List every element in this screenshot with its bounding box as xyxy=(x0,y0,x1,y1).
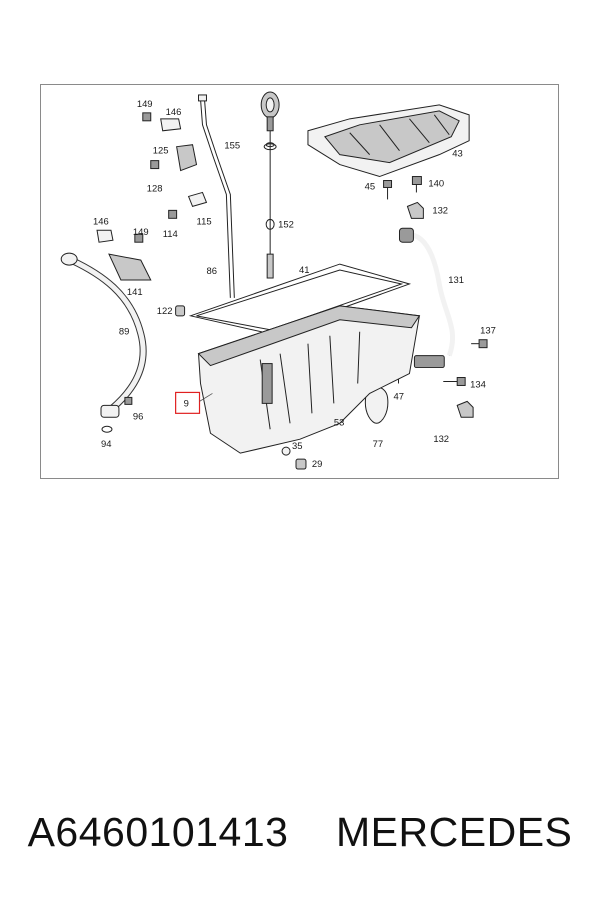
clip-146-top xyxy=(160,118,182,132)
callout-132-upper: 132 xyxy=(432,205,448,216)
drain-plug-29 xyxy=(295,458,307,470)
bolt-45 xyxy=(383,180,393,188)
bolt-96 xyxy=(124,396,133,405)
callout-77: 77 xyxy=(373,439,384,450)
callout-114: 114 xyxy=(163,229,178,240)
callout-53: 53 xyxy=(334,417,345,428)
bolt-140 xyxy=(411,176,422,185)
oil-pan-rim xyxy=(197,305,421,367)
upper-cover-inner xyxy=(324,110,460,164)
upper-cover-ribs xyxy=(349,114,450,155)
caption-spacer xyxy=(288,809,336,856)
leader-9 xyxy=(199,393,213,402)
bolt-149-left xyxy=(134,233,144,243)
callout-47: 47 xyxy=(394,391,405,402)
callout-149-top: 149 xyxy=(137,99,153,110)
callout-152: 152 xyxy=(278,219,294,230)
filler-pipe-flange xyxy=(100,404,120,418)
dipstick-neck xyxy=(266,116,274,132)
callout-35: 35 xyxy=(292,441,303,452)
bolt-128 xyxy=(150,160,160,170)
bolt-149-top xyxy=(142,112,152,122)
oil-pan-gasket xyxy=(188,263,412,335)
callout-115: 115 xyxy=(197,216,212,227)
callout-41: 41 xyxy=(299,265,310,276)
bracket-141 xyxy=(108,253,152,281)
callout-86: 86 xyxy=(206,266,217,277)
clip-146-left xyxy=(96,229,114,243)
oring-155 xyxy=(263,143,277,151)
dipstick-clip xyxy=(265,218,275,230)
oil-filler-pipe-fill xyxy=(70,257,146,412)
callout-146-left: 146 xyxy=(93,216,109,227)
clip-115 xyxy=(187,191,208,207)
callout-146-top: 146 xyxy=(166,107,182,118)
clip-132-upper xyxy=(406,201,424,219)
callout-96: 96 xyxy=(133,411,144,422)
callout-140: 140 xyxy=(428,178,444,189)
callout-137: 137 xyxy=(480,326,496,337)
brand-name: MERCEDES xyxy=(336,808,573,855)
dipstick-tube xyxy=(200,98,231,298)
callout-9: 9 xyxy=(184,398,189,409)
callout-132-lower: 132 xyxy=(433,434,449,445)
dipstick-tube-edge xyxy=(203,98,235,298)
highlight-box-9 xyxy=(175,391,201,414)
callout-122: 122 xyxy=(157,306,173,317)
part-number: A6460101413 xyxy=(27,808,289,855)
callout-29: 29 xyxy=(312,459,323,470)
dipstick-end xyxy=(266,253,274,279)
callout-128: 128 xyxy=(147,183,163,194)
dipstick-tube-cap xyxy=(198,94,207,102)
return-pipe-flange xyxy=(413,355,445,369)
oil-pan-bracket xyxy=(261,363,273,404)
bolt-134 xyxy=(456,377,466,386)
callout-89: 89 xyxy=(119,327,130,338)
part-caption: A6460101413 MERCEDES xyxy=(0,804,600,860)
callout-134: 134 xyxy=(470,379,486,390)
plug-122 xyxy=(175,305,186,317)
callout-43: 43 xyxy=(452,149,463,160)
return-pipe-hose xyxy=(398,227,414,243)
washer-35 xyxy=(281,446,291,456)
oil-return-pipe-fill xyxy=(407,231,456,357)
callout-149-left: 149 xyxy=(133,227,149,238)
callout-141: 141 xyxy=(127,287,143,298)
parts-diagram: 149 146 125 128 115 114 146 149 141 89 9… xyxy=(40,84,559,479)
bolt-137 xyxy=(478,339,488,349)
callout-131: 131 xyxy=(448,275,464,286)
callout-94: 94 xyxy=(101,439,111,450)
filler-pipe-opening xyxy=(60,252,78,266)
oil-pan-exploded-view: 149 146 125 128 115 114 146 149 141 89 9… xyxy=(60,91,496,470)
bolt-114 xyxy=(168,209,178,219)
clip-132-lower xyxy=(456,400,474,418)
oil-pan-gasket-inner xyxy=(196,269,404,331)
bracket-125 xyxy=(176,144,198,172)
callout-45: 45 xyxy=(365,181,376,192)
dipstick-handle-hole xyxy=(265,97,275,113)
callout-125: 125 xyxy=(153,146,169,157)
callout-155: 155 xyxy=(224,141,240,152)
oring-94 xyxy=(101,425,113,433)
